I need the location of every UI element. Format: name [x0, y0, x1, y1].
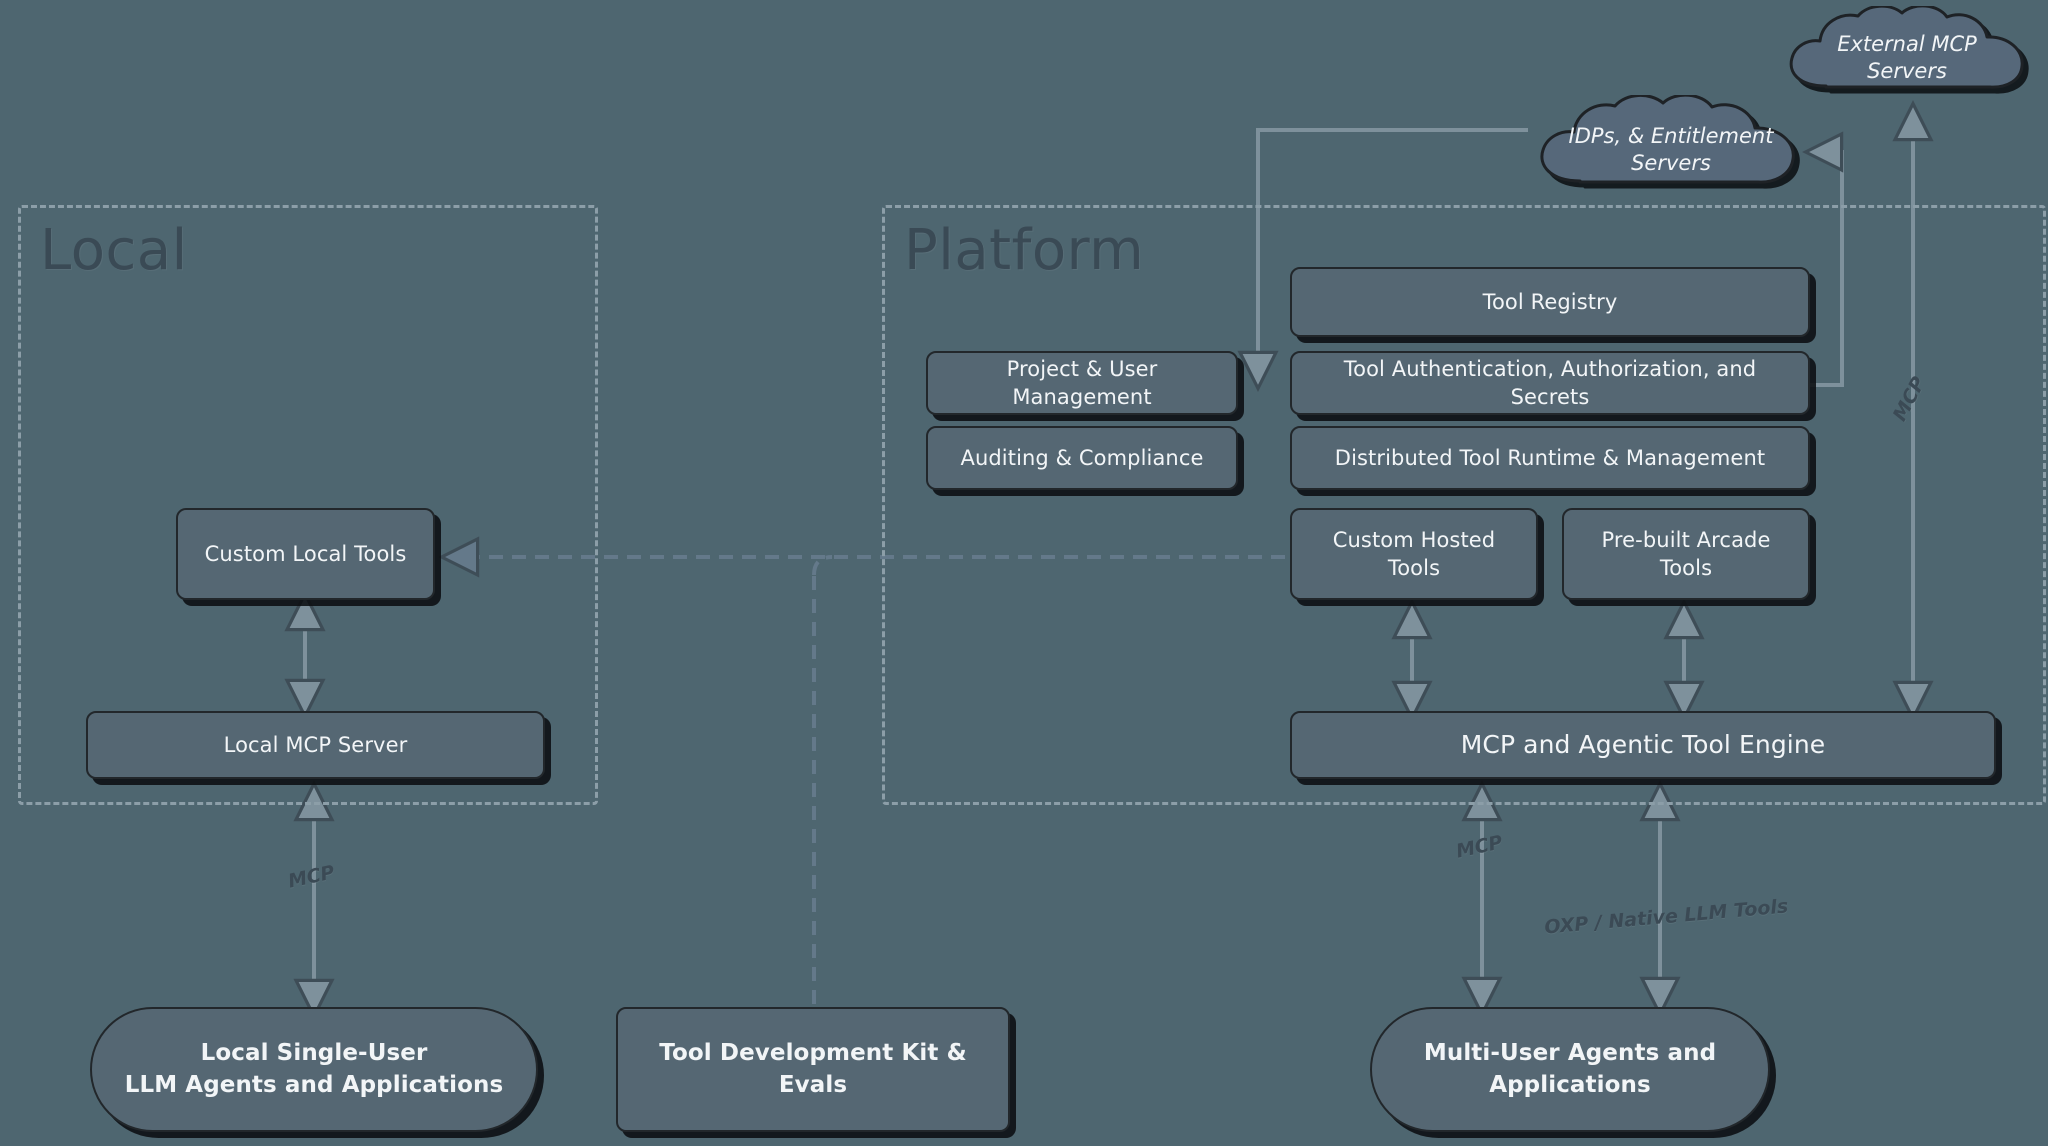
- edge-toolauth-to-idps: [1802, 131, 1844, 387]
- node-tool-development-kit[interactable]: Tool Development Kit & Evals: [616, 1007, 1010, 1132]
- node-tool-development-kit-label: Tool Development Kit & Evals: [659, 1040, 967, 1098]
- cloud-idps-entitlement[interactable]: IDPs, & Entitlement Servers: [1528, 95, 1814, 205]
- node-tool-registry-label: Tool Registry: [1482, 289, 1618, 314]
- group-local: [18, 205, 598, 805]
- node-auditing-compliance-label: Auditing & Compliance: [960, 445, 1204, 470]
- cloud-shape: [1789, 6, 2024, 89]
- node-multi-user-agents-line1: Multi-User Agents and: [1423, 1040, 1717, 1067]
- node-distributed-tool-runtime-label: Distributed Tool Runtime & Management: [1334, 445, 1766, 470]
- node-local-mcp-server[interactable]: Local MCP Server: [86, 711, 545, 779]
- node-project-user-management[interactable]: Project & User Management: [926, 351, 1238, 415]
- group-platform: [882, 205, 2046, 805]
- cloud-external-mcp-servers[interactable]: External MCP Servers: [1778, 6, 2036, 110]
- cloud-external-mcp-label: External MCP Servers: [1837, 31, 1977, 83]
- cloud-idps-line1: IDPs, & Entitlement: [1568, 123, 1774, 148]
- node-multi-user-agents-line2: Applications: [1489, 1071, 1651, 1098]
- node-mcp-agentic-tool-engine-label: MCP and Agentic Tool Engine: [1460, 730, 1826, 760]
- node-prebuilt-arcade-tools-label: Pre-built Arcade Tools: [1601, 527, 1771, 580]
- node-tool-authentication[interactable]: Tool Authentication, Authorization, and …: [1290, 351, 1810, 415]
- node-local-mcp-server-label: Local MCP Server: [223, 732, 408, 757]
- node-custom-local-tools[interactable]: Custom Local Tools: [176, 508, 435, 600]
- cloud-shape: [1540, 95, 1795, 184]
- node-local-agents-line1: Local Single-User: [200, 1040, 428, 1067]
- cloud-idps-line2: Servers: [1631, 151, 1711, 175]
- node-distributed-tool-runtime[interactable]: Distributed Tool Runtime & Management: [1290, 426, 1810, 490]
- group-platform-title: Platform: [904, 218, 1145, 283]
- node-tool-registry[interactable]: Tool Registry: [1290, 267, 1810, 337]
- edge-idps-to-project-user: [1237, 128, 1528, 392]
- node-mcp-agentic-tool-engine[interactable]: MCP and Agentic Tool Engine: [1290, 711, 1996, 779]
- node-prebuilt-arcade-tools[interactable]: Pre-built Arcade Tools: [1562, 508, 1810, 600]
- node-custom-local-tools-label: Custom Local Tools: [204, 541, 407, 566]
- node-tool-authentication-label: Tool Authentication, Authorization, and …: [1343, 356, 1757, 409]
- node-local-agents-line2: LLM Agents and Applications: [124, 1071, 504, 1098]
- node-auditing-compliance[interactable]: Auditing & Compliance: [926, 426, 1238, 490]
- node-local-agents[interactable]: Local Single-User LLM Agents and Applica…: [90, 1007, 538, 1132]
- edge-tdk-elbow-dashed: [812, 555, 833, 576]
- group-local-title: Local: [40, 218, 188, 283]
- node-custom-hosted-tools[interactable]: Custom Hosted Tools: [1290, 508, 1538, 600]
- node-multi-user-agents[interactable]: Multi-User Agents and Applications: [1370, 1007, 1770, 1132]
- node-project-user-management-label: Project & User Management: [1006, 356, 1158, 409]
- node-custom-hosted-tools-label: Custom Hosted Tools: [1332, 527, 1496, 580]
